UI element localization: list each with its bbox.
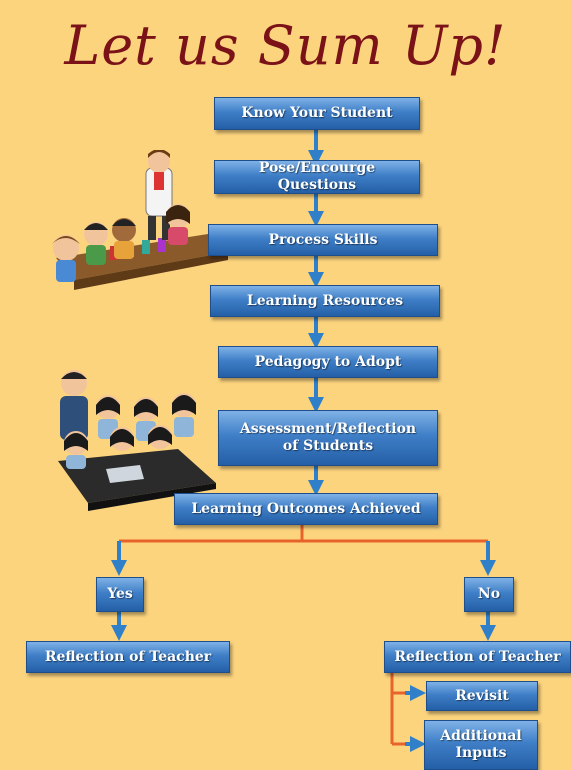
branch-lines xyxy=(119,525,488,746)
box-pose-questions: Pose/Encourge Questions xyxy=(214,160,420,194)
box-assessment-line1: Assessment/Reflection xyxy=(239,421,417,437)
box-additional-line2: Inputs xyxy=(455,745,507,761)
box-reflection-of-teacher-no: Reflection of Teacher xyxy=(384,641,571,673)
box-reflection-yes-label: Reflection of Teacher xyxy=(44,648,212,665)
box-revisit-label: Revisit xyxy=(455,687,509,704)
students-laptop-illustration xyxy=(58,370,216,511)
box-pedagogy-to-adopt: Pedagogy to Adopt xyxy=(218,346,438,378)
box-process-skills: Process Skills xyxy=(208,224,438,256)
box-no: No xyxy=(464,577,514,612)
box-assessment-line2: of Students xyxy=(282,438,374,454)
box-reflection-no-label: Reflection of Teacher xyxy=(394,648,561,665)
box-yes: Yes xyxy=(96,577,144,612)
box-learning-resources: Learning Resources xyxy=(210,285,440,317)
box-no-label: No xyxy=(477,586,501,602)
page-title: Let us Sum Up! xyxy=(64,14,507,77)
box-revisit: Revisit xyxy=(426,681,538,711)
students-experiment-illustration xyxy=(52,150,228,290)
box-learning-outcomes: Learning Outcomes Achieved xyxy=(174,493,438,525)
box-pose-questions-label: Pose/Encourge Questions xyxy=(258,160,376,193)
box-assessment-reflection: Assessment/Reflection of Students xyxy=(218,410,438,466)
box-additional-line1: Additional xyxy=(440,728,522,744)
box-yes-label: Yes xyxy=(107,586,133,602)
box-learning-outcomes-label: Learning Outcomes Achieved xyxy=(191,500,421,517)
box-additional-inputs: Additional Inputs xyxy=(424,720,538,770)
box-learning-resources-label: Learning Resources xyxy=(246,292,404,309)
box-pedagogy-to-adopt-label: Pedagogy to Adopt xyxy=(254,353,402,370)
box-know-your-student: Know Your Student xyxy=(214,97,420,130)
box-reflection-of-teacher-yes: Reflection of Teacher xyxy=(26,641,230,673)
box-process-skills-label: Process Skills xyxy=(268,231,378,248)
box-know-your-student-label: Know Your Student xyxy=(241,105,393,121)
